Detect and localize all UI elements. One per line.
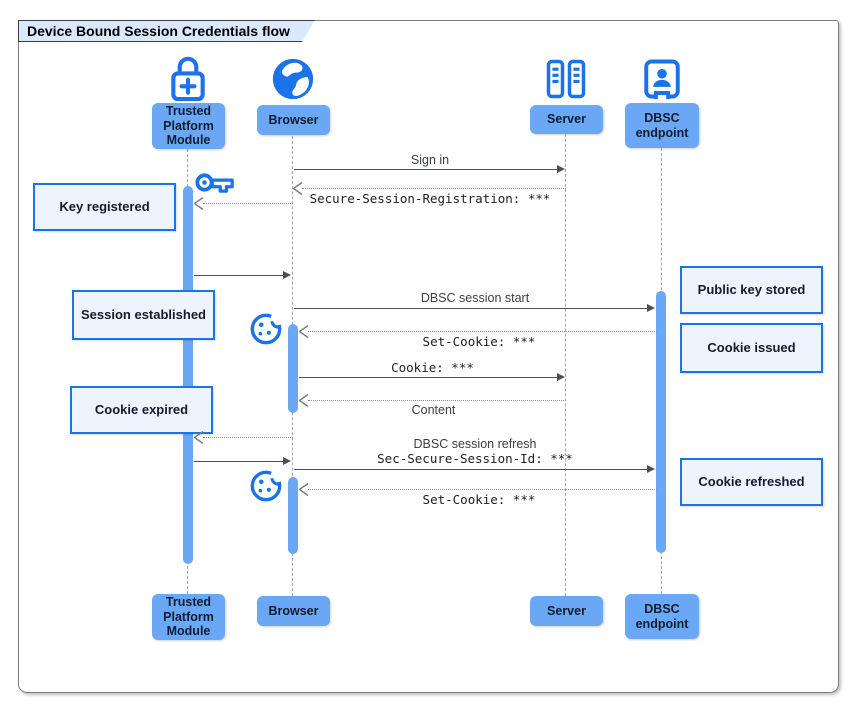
activation-bar-dbsc <box>656 291 666 553</box>
message-label: Sec-Secure-Session-Id: *** <box>377 451 573 466</box>
actor-label: Trusted Platform Module <box>163 595 214 639</box>
message-label: Set-Cookie: *** <box>422 334 536 349</box>
id-badge-icon <box>644 59 680 100</box>
message-label: Cookie: *** <box>391 360 474 375</box>
activation-bar-tpm <box>183 186 193 564</box>
note-cookie-refreshed: Cookie refreshed <box>680 458 823 506</box>
message-arrow-refresh-sign-result <box>194 461 284 462</box>
note-text: Key registered <box>59 198 150 214</box>
globe-icon <box>272 58 314 100</box>
activation-bar-browser-2 <box>288 477 298 554</box>
message-arrow-content <box>308 400 566 401</box>
message-arrow-refresh-sign-request <box>203 437 293 438</box>
note-cookie-issued: Cookie issued <box>680 323 823 373</box>
open-arrowhead <box>299 325 309 338</box>
arrowhead <box>557 372 565 381</box>
message-arrow-sign-in <box>294 169 558 170</box>
open-arrowhead <box>293 182 303 195</box>
message-arrow-set-cookie-2 <box>308 489 657 490</box>
arrowhead <box>283 270 291 279</box>
actor-browser-top: Browser <box>257 105 330 135</box>
message-label: Sign in <box>410 153 450 167</box>
note-public-key-stored: Public key stored <box>680 266 823 314</box>
message-arrow-set-cookie-1 <box>308 331 657 332</box>
note-text: Public key stored <box>697 281 806 297</box>
message-label: DBSC session start <box>420 291 530 305</box>
message-label: Set-Cookie: *** <box>422 492 536 507</box>
message-label: Secure-Session-Registration: *** <box>309 191 551 206</box>
key-icon <box>195 173 234 193</box>
actor-browser-bottom: Browser <box>257 596 330 626</box>
open-arrowhead <box>299 483 309 496</box>
actor-tpm-top: Trusted Platform Module <box>152 103 225 149</box>
note-text: Cookie issued <box>707 339 796 355</box>
message-arrow-cookie <box>299 377 558 378</box>
note-session-established: Session established <box>72 290 215 340</box>
message-arrow-dbsc-refresh <box>294 469 648 470</box>
actor-label: Server <box>547 603 586 618</box>
message-arrow-key-result <box>194 275 284 276</box>
open-arrowhead <box>194 431 204 444</box>
actor-server-bottom: Server <box>530 596 603 626</box>
open-arrowhead <box>194 197 204 210</box>
message-label: Content <box>411 403 456 417</box>
diagram-frame <box>18 20 839 693</box>
activation-bar-browser-1 <box>288 324 298 413</box>
arrowhead <box>557 164 565 173</box>
actor-label: DBSC endpoint <box>635 111 689 140</box>
actor-dbsc-top: DBSC endpoint <box>625 103 699 148</box>
note-text: Cookie expired <box>94 401 189 417</box>
note-key-registered: Key registered <box>33 183 176 231</box>
lock-plus-icon <box>171 56 205 102</box>
actor-server-top: Server <box>530 105 603 134</box>
note-text: Cookie refreshed <box>698 473 805 489</box>
actor-label: Server <box>547 112 586 127</box>
message-label: DBSC session refresh <box>413 437 537 451</box>
message-arrow-dbsc-start <box>294 308 648 309</box>
message-arrow-key-request <box>203 203 293 204</box>
note-cookie-expired: Cookie expired <box>70 386 213 434</box>
actor-label: Trusted Platform Module <box>163 104 214 148</box>
arrowhead <box>647 464 655 473</box>
cookie-icon <box>250 312 283 345</box>
server-icon <box>546 59 586 99</box>
cookie-icon <box>250 469 283 502</box>
actor-label: Browser <box>268 112 319 127</box>
arrowhead <box>283 456 291 465</box>
actor-label: DBSC endpoint <box>635 602 689 631</box>
actor-label: Browser <box>268 603 319 618</box>
message-arrow-registration <box>302 188 566 189</box>
arrowhead <box>647 303 655 312</box>
actor-tpm-bottom: Trusted Platform Module <box>152 594 225 640</box>
actor-dbsc-bottom: DBSC endpoint <box>625 594 699 639</box>
note-text: Session established <box>81 306 206 322</box>
open-arrowhead <box>299 394 309 407</box>
diagram-title: Device Bound Session Credentials flow <box>18 20 315 42</box>
lifeline-server <box>565 134 566 596</box>
